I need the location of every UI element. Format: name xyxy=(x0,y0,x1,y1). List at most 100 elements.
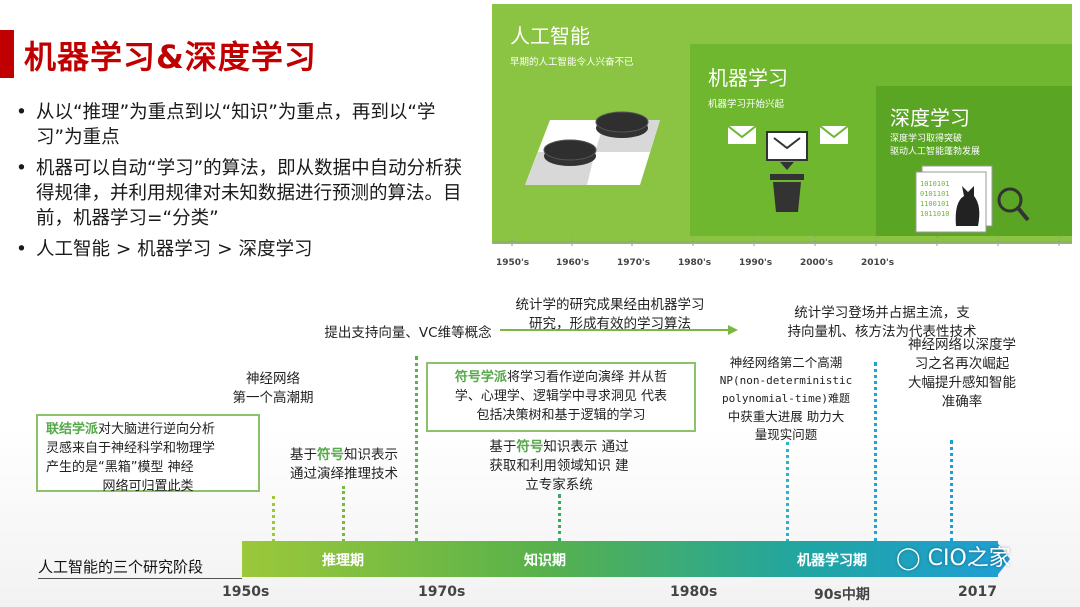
watermark-text: CIO之家 xyxy=(927,546,1011,571)
panel-tick-label: 1990's xyxy=(739,258,773,268)
symbolism-text: 将学习看作逆向演绎 并从哲 xyxy=(506,370,668,385)
year-label: 90s中期 xyxy=(814,587,870,603)
stats-arrow xyxy=(500,325,738,335)
symbolic-reasoning-line: 通过演绎推理技术 xyxy=(290,466,398,482)
panel-tick-label: 1950's xyxy=(496,258,530,268)
stats-mainstream-text: 统计学习登场并占据主流，支 持向量机、核方法为代表性技术 xyxy=(772,304,992,342)
nn-second-peak: 神经网络第二个高潮 NP(non-deterministic polynomia… xyxy=(706,354,866,444)
title-accent-bar xyxy=(0,30,14,78)
connector-line xyxy=(558,494,561,542)
symbolic-reasoning-line: 基于符号知识表示 xyxy=(282,446,406,465)
connectionism-line: 网络可归置此类 xyxy=(102,479,194,494)
watermark: ◯ CIO之家 xyxy=(896,540,1011,572)
symbolism-line: 包括决策树和基于逻辑的学习 xyxy=(476,408,646,423)
symbolism-line: 学、心理学、逻辑学中寻求洞见 代表 xyxy=(454,389,668,404)
timeline-baseline xyxy=(38,578,242,579)
connector-line xyxy=(874,362,877,542)
deep-line: 大幅提升感知智能 xyxy=(908,375,1016,391)
panel-tick-label: 2000's xyxy=(800,258,834,268)
bullet-list: 从以“推理”为重点到以“知识”为重点，再到以“学习”为重点 机器可以自动“学习”… xyxy=(14,100,476,268)
panel-dl-subtitle-line: 驱动人工智能蓬勃发展 xyxy=(890,147,981,157)
panel-tick-label: 1980's xyxy=(678,258,712,268)
symbol-highlight: 符号 xyxy=(516,439,544,455)
panel-tick-label: 2010's xyxy=(861,258,895,268)
connectionism-box: 联结学派对大脑进行逆向分析 灵感来自于神经科学和物理学 产生的是“黑箱”模型 神… xyxy=(36,414,260,494)
symbolism-box: 符号学派将学习看作逆向演绎 并从哲 学、心理学、逻辑学中寻求洞见 代表 包括决策… xyxy=(426,362,696,432)
connectionism-highlight: 联结学派 xyxy=(46,422,99,437)
phase-knowledge: 知识期 xyxy=(524,553,566,569)
connectionism-line: 产生的是“黑箱”模型 神经 xyxy=(46,460,194,475)
expert-line: 基于符号知识表示 通过 xyxy=(466,438,652,457)
year-label: 2017 xyxy=(958,584,997,600)
panel-dl-subtitle-line: 深度学习取得突破 xyxy=(890,134,963,144)
deep-line: 准确率 xyxy=(941,394,983,410)
panel-dl-subtitle: 深度学习取得突破 驱动人工智能蓬勃发展 xyxy=(890,133,980,159)
nn-first-peak: 神经网络 第一个高潮期 xyxy=(228,370,318,408)
svg-text:1010101: 1010101 xyxy=(920,180,950,188)
text-part: 基于 xyxy=(489,439,517,455)
panel-ai-title: 人工智能 xyxy=(510,24,590,48)
connector-line xyxy=(950,440,953,542)
svg-text:1100101: 1100101 xyxy=(920,200,950,208)
connector-line xyxy=(272,496,275,542)
wechat-icon: ◯ xyxy=(896,546,921,571)
connectionism-line: 联结学派对大脑进行逆向分析 xyxy=(46,420,250,439)
nn-second-line: polynomial-time)难题 xyxy=(722,392,850,405)
nn-second-line: 神经网络第二个高潮 xyxy=(729,355,843,370)
nn-second-line: 中获重大进展 助力大 xyxy=(727,409,845,424)
year-label: 1980s xyxy=(670,584,718,600)
connector-line xyxy=(342,486,345,542)
panel-axis xyxy=(492,244,1072,270)
connector-line xyxy=(786,442,789,542)
timeline-bar xyxy=(242,541,998,577)
deep-line: 神经网络以深度学 xyxy=(908,337,1016,353)
connectionism-line: 灵感来自于神经科学和物理学 xyxy=(46,441,216,456)
bullet-item: 机器可以自动“学习”的算法，即从数据中自动分析获得规律，并利用规律对未知数据进行… xyxy=(14,156,476,231)
symbol-highlight: 符号 xyxy=(317,447,344,463)
stats-line: 统计学的研究成果经由机器学习 xyxy=(515,297,705,313)
symbolism-highlight: 符号学派 xyxy=(454,370,507,385)
svm-text: 提出支持向量、VC维等概念 xyxy=(324,325,492,341)
panel-ml-subtitle: 机器学习开始兴起 xyxy=(708,99,785,110)
panel-tick-label: 1960's xyxy=(556,258,590,268)
connectionism-text: 对大脑进行逆向分析 xyxy=(98,422,216,437)
panel-tick-label: 1970's xyxy=(617,258,651,268)
deep-learning-rise: 神经网络以深度学 习之名再次崛起 大幅提升感知智能 准确率 xyxy=(894,336,1030,412)
timeline-label: 人工智能的三个研究阶段 xyxy=(38,558,204,576)
stats-main-line: 持向量机、核方法为代表性技术 xyxy=(787,324,977,340)
panel-ai-subtitle: 早期的人工智能令人兴奋不已 xyxy=(510,57,634,68)
year-label: 1950s xyxy=(222,584,270,600)
symbolic-reasoning-text: 基于符号知识表示 通过演绎推理技术 xyxy=(282,446,406,484)
year-label: 1970s xyxy=(418,584,466,600)
connector-line xyxy=(415,356,418,542)
checkers-icon xyxy=(525,111,660,185)
panel-dl-title: 深度学习 xyxy=(890,106,970,130)
phase-reasoning: 推理期 xyxy=(322,553,364,569)
bullet-item: 从以“推理”为重点到以“知识”为重点，再到以“学习”为重点 xyxy=(14,100,476,150)
svg-text:1011010: 1011010 xyxy=(920,210,950,218)
svg-text:0101101: 0101101 xyxy=(920,190,950,198)
mail-filter-icon xyxy=(727,125,849,212)
bullet-item: 人工智能 > 机器学习 > 深度学习 xyxy=(14,237,476,262)
expert-line: 立专家系统 xyxy=(525,477,593,493)
phase-ml: 机器学习期 xyxy=(797,553,867,569)
symbolism-line: 符号学派将学习看作逆向演绎 并从哲 xyxy=(436,368,686,387)
nn-first-line: 第一个高潮期 xyxy=(232,390,314,406)
text-part: 知识表示 通过 xyxy=(543,439,629,455)
stats-text: 统计学的研究成果经由机器学习 研究，形成有效的学习算法 xyxy=(500,296,720,334)
stats-line: 研究，形成有效的学习算法 xyxy=(529,316,691,332)
expert-line: 获取和利用领域知识 建 xyxy=(489,458,629,474)
stats-main-line: 统计学习登场并占据主流，支 xyxy=(794,305,970,321)
deep-line: 习之名再次崛起 xyxy=(914,356,1010,372)
text-part: 基于 xyxy=(290,447,317,463)
data-cat-icon: 1010101 0101101 1100101 1011010 xyxy=(915,165,1030,233)
nn-second-line: 量现实问题 xyxy=(754,427,818,442)
slide-title: 机器学习&深度学习 xyxy=(24,38,317,76)
nn-first-line: 神经网络 xyxy=(246,371,300,387)
text-part: 知识表示 xyxy=(344,447,398,463)
panel-axis-ticks xyxy=(492,236,1072,248)
timeline-arrow-head xyxy=(996,541,1010,577)
nn-second-line: NP(non-deterministic xyxy=(719,374,853,387)
expert-system-text: 基于符号知识表示 通过 获取和利用领域知识 建 立专家系统 xyxy=(466,438,652,495)
panel-ml-title: 机器学习 xyxy=(708,66,788,90)
